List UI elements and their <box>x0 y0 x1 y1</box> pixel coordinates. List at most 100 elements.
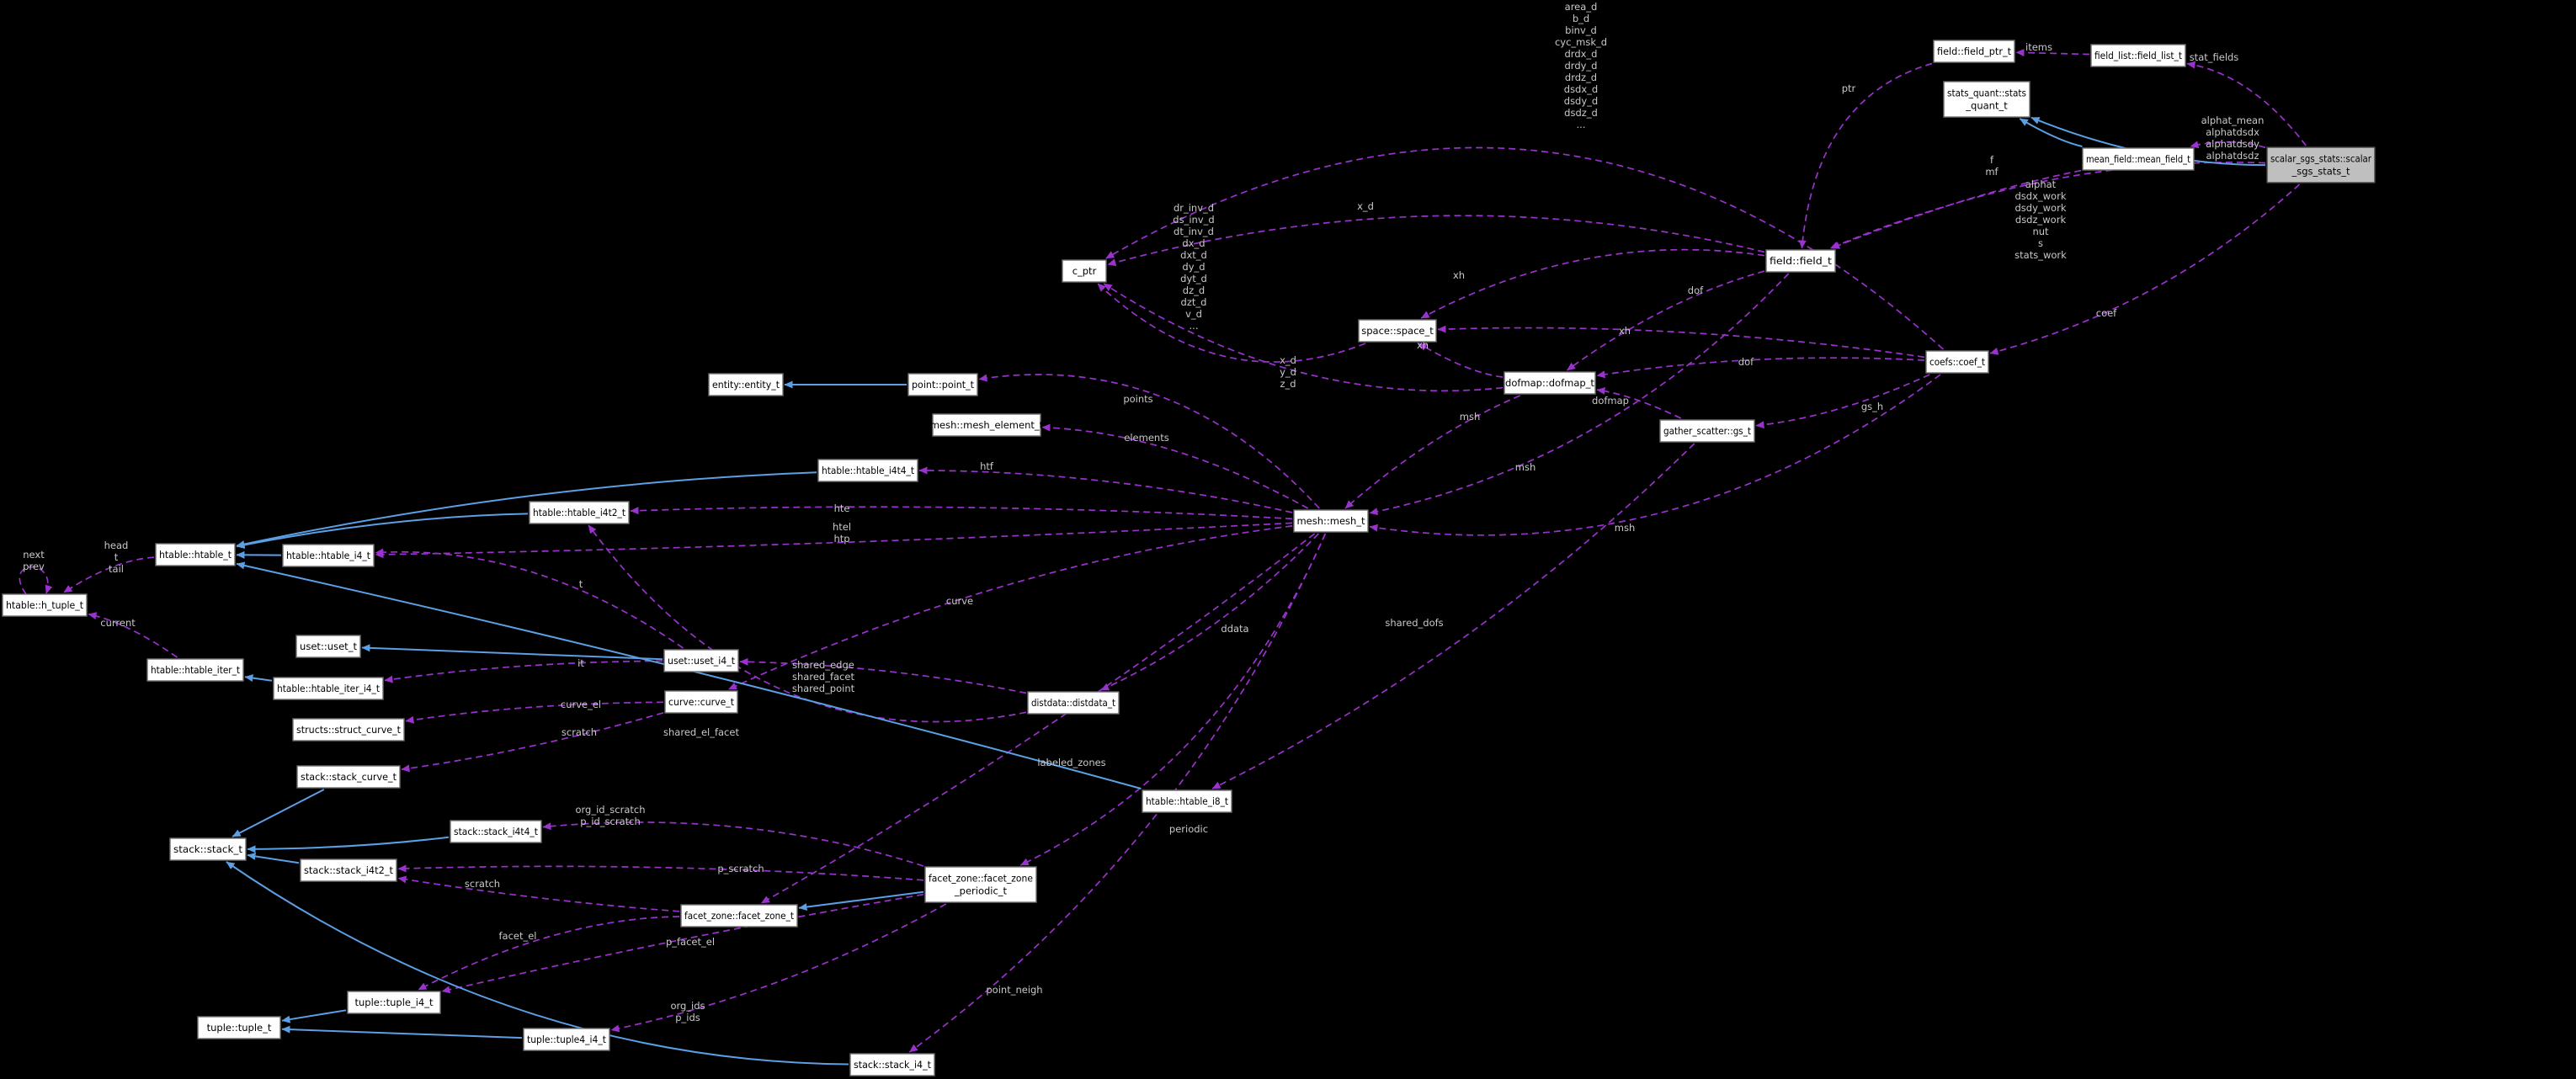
node-struct-curve[interactable]: structs::struct_curve_t <box>292 718 405 741</box>
node-label: htable::htable_i4t2_t <box>533 507 625 518</box>
node-field-list[interactable]: field_list::field_list_t <box>2090 44 2186 67</box>
node-mesh[interactable]: mesh::mesh_t <box>1293 509 1369 533</box>
node-gs[interactable]: gather_scatter::gs_t <box>1659 419 1755 443</box>
node-label: stack::stack_i4t4_t <box>454 826 538 837</box>
edge-distdata-uset_i4 <box>739 657 1027 694</box>
node-stack-i4t2[interactable]: stack::stack_i4t2_t <box>300 858 397 882</box>
edge-label-field-mesh: msh <box>1515 461 1535 473</box>
node-htable-i4t2[interactable]: htable::htable_i4t2_t <box>529 501 630 524</box>
edge-facet_zone_periodic-stack_i4t4 <box>542 821 924 867</box>
edge-stack_i4t2-stack <box>247 852 300 864</box>
node-facet-zone-periodic[interactable]: facet_zone::facet_zone_periodic_t <box>924 866 1037 903</box>
node-htable-i4t4[interactable]: htable::htable_i4t4_t <box>817 459 918 482</box>
node-curve[interactable]: curve::curve_t <box>664 690 738 714</box>
edge-coef-space <box>1437 325 1925 359</box>
edge-label-facet_zone-stack_i4t2: scratch <box>465 878 500 890</box>
node-stack[interactable]: stack::stack_t <box>169 837 247 861</box>
node-htable[interactable]: htable::htable_t <box>155 543 236 566</box>
node-space[interactable]: space::space_t <box>1358 319 1437 343</box>
edge-curve-stack_curve <box>401 712 664 773</box>
node-htable-iter-i4[interactable]: htable::htable_iter_i4_t <box>273 677 384 700</box>
edge-mesh-mesh_element <box>1041 423 1309 509</box>
edge-scalar_sgs-mean_field <box>2190 141 2266 149</box>
node-tuple[interactable]: tuple::tuple_t <box>197 1016 281 1039</box>
node-label: htable::htable_i4t4_t <box>822 465 914 476</box>
node-stack-curve[interactable]: stack::stack_curve_t <box>296 765 401 789</box>
edge-curve-struct_curve <box>405 701 664 724</box>
edge-facet_zone-stack_i4t2 <box>397 875 680 912</box>
edge-mesh-point <box>978 374 1320 509</box>
edge-label-scalar_sgs-coef: coef <box>2096 307 2117 319</box>
edge-label-curve-stack_curve: scratch <box>562 726 597 738</box>
node-field[interactable]: field::field_t <box>1765 249 1836 273</box>
node-tuple-i4[interactable]: tuple::tuple_i4_t <box>347 991 441 1014</box>
edge-label-mesh-htable_i4t4: htf <box>980 460 994 472</box>
node-label: field::field_ptr_t <box>1937 45 2011 57</box>
node-mesh-element[interactable]: mesh::mesh_element_t <box>930 413 1044 437</box>
edge-label-mesh-curve: curve <box>946 595 973 607</box>
node-dofmap[interactable]: dofmap::dofmap_t <box>1504 371 1596 395</box>
node-label: gather_scatter::gs_t <box>1663 425 1751 437</box>
node-htable-i4[interactable]: htable::htable_i4_t <box>282 544 375 567</box>
node-coef[interactable]: coefs::coef_t <box>1925 350 1989 374</box>
edge-label-mesh-point: points <box>1123 393 1152 405</box>
edge-stack_i4-stack <box>226 861 849 1066</box>
node-label: mesh::mesh_t <box>1296 515 1365 527</box>
node-mean-field[interactable]: mean_field::mean_field_t <box>2082 147 2195 171</box>
edge-field_list-field_ptr <box>2015 49 2090 57</box>
node-distdata[interactable]: distdata::distdata_t <box>1027 691 1120 715</box>
node-uset[interactable]: uset::uset_t <box>295 635 361 658</box>
edge-mesh-stack_i4 <box>908 533 1327 1053</box>
edge-dofmap-space <box>1418 343 1504 378</box>
node-htable-iter[interactable]: htable::htable_iter_t <box>146 658 244 682</box>
edge-coef-mesh <box>1369 374 1941 536</box>
edge-label-field-dofmap: dof <box>1688 284 1704 296</box>
edge-htable_i8-htable <box>236 561 1142 789</box>
node-label: uset::uset_t <box>300 640 357 652</box>
edge-distdata-htable_i4t2 <box>588 524 1027 723</box>
node-tuple4-i4[interactable]: tuple::tuple4_i4_t <box>523 1028 610 1051</box>
node-entity[interactable]: entity::entity_t <box>708 373 784 396</box>
node-label: htable::h_tuple_t <box>6 599 83 611</box>
node-htable-i8[interactable]: htable::htable_i8_t <box>1142 789 1232 813</box>
node-label: htable::htable_t <box>159 549 232 561</box>
edge-label-field_list-field_ptr: items <box>2025 41 2052 53</box>
edge-mean_field-stats_quant <box>2019 118 2083 147</box>
node-label: _periodic_t <box>954 885 1008 897</box>
edge-label-curve-struct_curve: curve_el <box>561 699 601 710</box>
node-label: stack::stack_i4t2_t <box>304 864 393 876</box>
edge-label-coef-dofmap: dof <box>1738 356 1754 368</box>
edge-coef-dofmap <box>1596 357 1925 379</box>
node-label: mean_field::mean_field_t <box>2086 153 2190 165</box>
node-label: structs::struct_curve_t <box>296 724 401 736</box>
node-h-tuple[interactable]: htable::h_tuple_t <box>2 593 88 617</box>
node-point[interactable]: point::point_t <box>907 373 978 396</box>
node-stack-i4t4[interactable]: stack::stack_i4t4_t <box>450 820 542 843</box>
edge-label-gs-dofmap: dofmap <box>1592 395 1629 407</box>
node-label: stack::stack_curve_t <box>301 771 397 783</box>
node-uset-i4[interactable]: uset::uset_i4_t <box>663 649 739 672</box>
edge-label-mesh-stack_i4: point_neigh <box>986 984 1042 996</box>
node-label: field_list::field_list_t <box>2094 50 2182 61</box>
node-stats-quant[interactable]: stats_quant::stats_quant_t <box>1943 81 2030 118</box>
node-facet-zone[interactable]: facet_zone::facet_zone_t <box>680 904 798 928</box>
edge-uset_i4-htable_i4 <box>375 548 684 649</box>
node-stack-i4[interactable]: stack::stack_i4_t <box>849 1053 935 1076</box>
edge-field-dofmap <box>1566 270 1765 371</box>
edge-label-mesh-facet_zone_periodic: periodic <box>1169 823 1208 835</box>
edge-stack_curve-stack <box>232 789 325 837</box>
node-label: mesh::mesh_element_t <box>930 419 1044 431</box>
node-label: htable::htable_iter_t <box>151 664 240 676</box>
edge-label-scalar_sgs-field_list: stat_fields <box>2190 51 2239 63</box>
node-c-ptr[interactable]: c_ptr <box>1062 259 1107 283</box>
node-field-ptr[interactable]: field::field_ptr_t <box>1933 40 2015 63</box>
node-scalar-sgs[interactable]: scalar_sgs_stats::scalar_sgs_stats_t <box>2266 146 2376 183</box>
